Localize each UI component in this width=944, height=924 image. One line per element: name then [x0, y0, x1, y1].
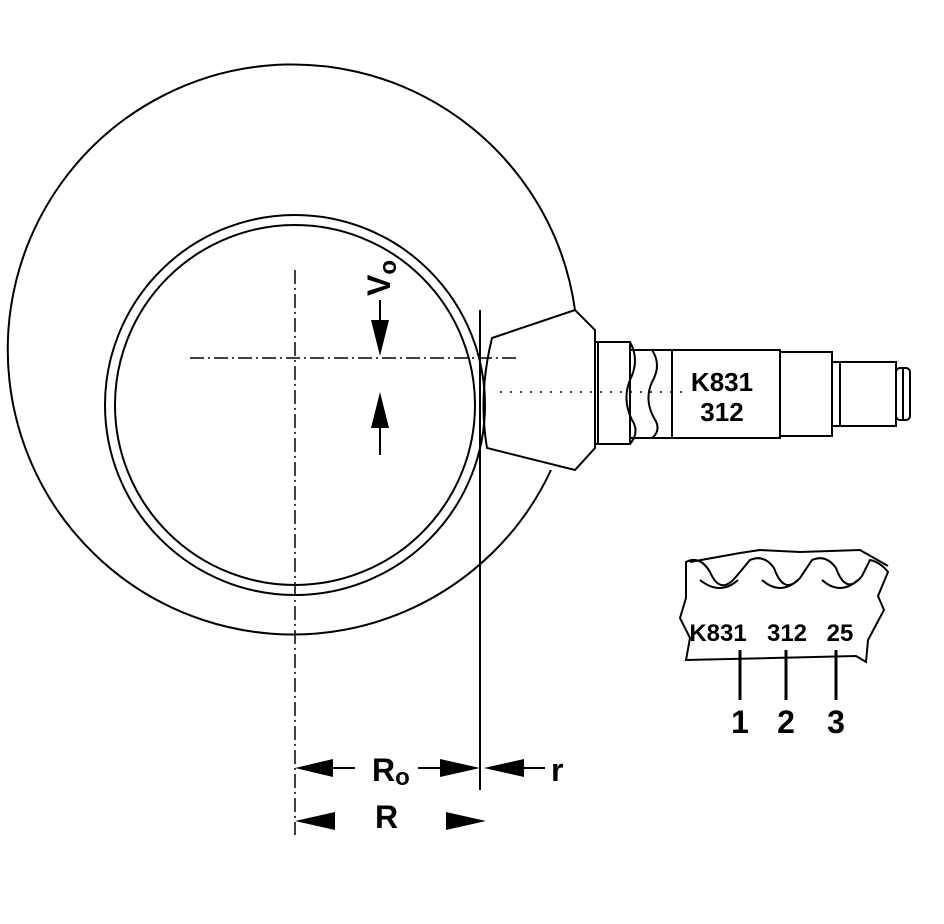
callout-1: 1 [731, 704, 749, 740]
detail-tooth-groove-2 [761, 579, 799, 589]
detail-number: 312 [767, 620, 807, 647]
offset-dimension [371, 300, 389, 455]
radius-label: R [375, 799, 398, 835]
pinion-head [482, 308, 596, 472]
small-r-dimension [484, 759, 545, 777]
shaft-label-number: 312 [700, 397, 743, 427]
small-r-label: r [551, 752, 563, 788]
pinion-shaft-break-right [647, 349, 659, 439]
pinion-shaft-break-left [625, 341, 637, 445]
detail-tooth-top [689, 548, 889, 567]
detail-tooth-groove-3 [821, 579, 859, 589]
pitch-radius-dimension [295, 759, 480, 777]
radius-dimension [295, 812, 486, 830]
ring-gear-outer-outline [6, 63, 576, 636]
pinion-shaft-flange [594, 341, 631, 445]
detail-code: K831 [689, 620, 746, 647]
detail-tooth-profile [678, 557, 890, 664]
detail-suffix: 25 [827, 620, 854, 647]
callout-2: 2 [777, 704, 795, 740]
tooth-marking-detail [678, 548, 890, 664]
callout-3: 3 [827, 704, 845, 740]
pinion-shaft-spline [779, 351, 833, 437]
pinion-shaft-end [831, 361, 897, 427]
detail-tooth-groove-1 [699, 579, 739, 589]
offset-label: Vo [361, 260, 402, 296]
shaft-label-code: K831 [691, 367, 753, 397]
pitch-radius-label: Ro [372, 752, 410, 791]
